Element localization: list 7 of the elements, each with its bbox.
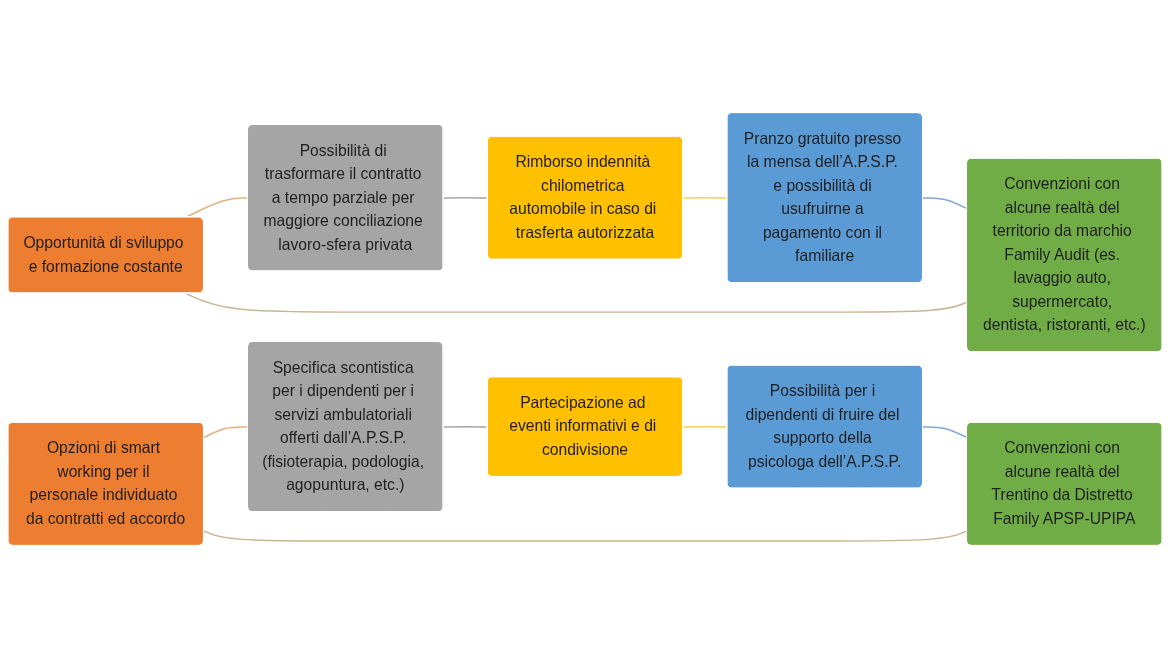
- connector: [203, 426, 249, 439]
- connector: [442, 426, 489, 428]
- connector: [922, 197, 968, 210]
- connector: [185, 292, 968, 313]
- connector: [203, 530, 968, 542]
- connector: [922, 426, 968, 439]
- connector: [442, 197, 489, 199]
